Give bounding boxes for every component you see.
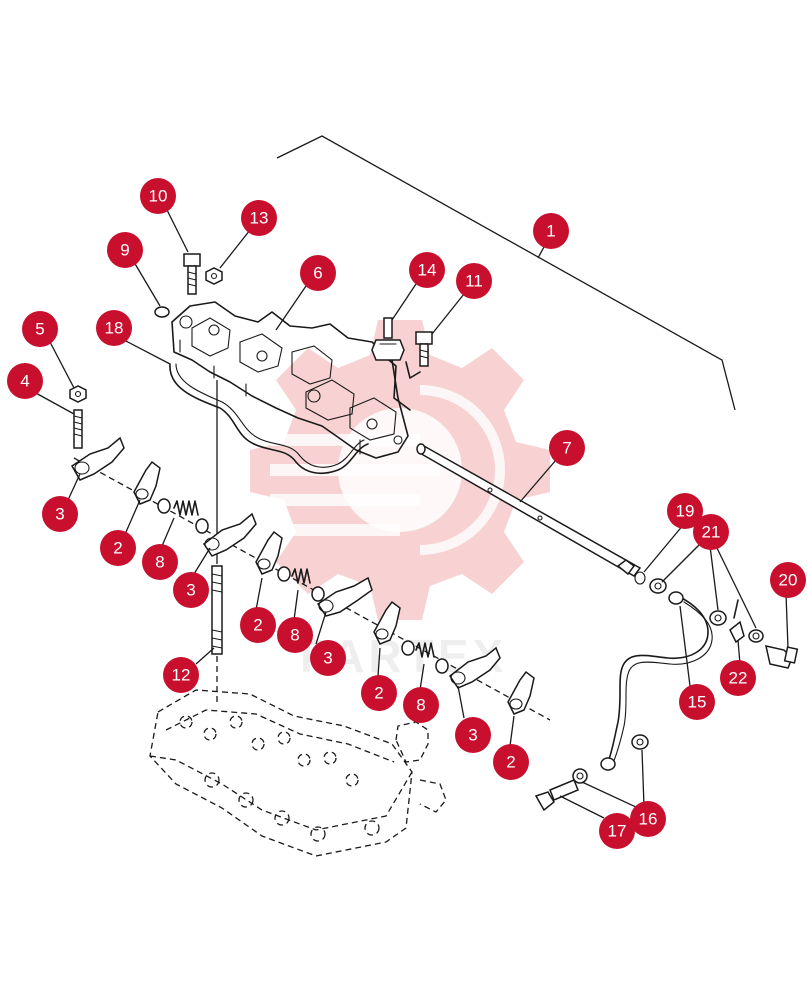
rocker-arm-2b xyxy=(255,530,283,575)
stud-4 xyxy=(73,409,83,449)
bolt-11 xyxy=(415,331,433,367)
svg-text:3: 3 xyxy=(55,505,64,524)
rocker-arm-3c xyxy=(316,576,373,617)
washer-21c xyxy=(748,629,764,643)
callout-12: 12 xyxy=(163,657,199,693)
svg-text:3: 3 xyxy=(186,581,195,600)
spring-8b xyxy=(277,566,325,602)
svg-text:21: 21 xyxy=(702,523,721,542)
svg-text:3: 3 xyxy=(468,726,477,745)
svg-text:17: 17 xyxy=(608,822,627,841)
svg-text:10: 10 xyxy=(149,187,168,206)
washer-21b xyxy=(709,610,727,626)
callout-19: 19 xyxy=(667,493,703,529)
callout-13: 13 xyxy=(241,200,277,236)
svg-text:22: 22 xyxy=(729,669,748,688)
svg-text:8: 8 xyxy=(290,626,299,645)
stud-12 xyxy=(211,380,223,702)
oil-pipe-15 xyxy=(600,591,713,771)
callout-17: 17 xyxy=(599,813,635,849)
callout-5: 5 xyxy=(22,311,58,347)
washer-9 xyxy=(154,306,170,318)
callout-18: 18 xyxy=(96,310,132,346)
fitting-14 xyxy=(371,317,405,361)
svg-text:9: 9 xyxy=(120,241,129,260)
svg-text:15: 15 xyxy=(688,693,707,712)
nut-13 xyxy=(205,267,223,285)
rocker-bracket-assembly xyxy=(171,301,409,459)
svg-text:2: 2 xyxy=(113,539,122,558)
svg-text:5: 5 xyxy=(35,320,44,339)
svg-text:12: 12 xyxy=(172,666,191,685)
svg-text:16: 16 xyxy=(639,810,658,829)
svg-text:6: 6 xyxy=(313,264,322,283)
svg-text:20: 20 xyxy=(779,571,798,590)
rocker-shaft-7 xyxy=(416,443,642,577)
svg-text:11: 11 xyxy=(465,272,483,291)
callout-8: 8 xyxy=(403,687,439,723)
callouts: 1 2 2 2 2 3 3 3 3 4 5 6 7 8 8 8 9 10 11 … xyxy=(7,178,806,849)
spring-8c xyxy=(401,640,449,674)
callout-3: 3 xyxy=(173,572,209,608)
retainer-22 xyxy=(729,599,745,644)
callout-3: 3 xyxy=(42,496,78,532)
callout-4: 4 xyxy=(7,363,43,399)
callout-14: 14 xyxy=(409,252,445,288)
callout-2: 2 xyxy=(240,607,276,643)
svg-text:18: 18 xyxy=(105,319,124,338)
svg-text:2: 2 xyxy=(374,684,383,703)
svg-text:14: 14 xyxy=(418,261,437,280)
leader-lines xyxy=(33,207,789,819)
callout-10: 10 xyxy=(140,178,176,214)
svg-text:8: 8 xyxy=(155,553,164,572)
vent-pipe xyxy=(383,355,421,411)
gear-watermark-icon xyxy=(250,320,550,620)
washer-21a xyxy=(649,578,667,594)
callout-6: 6 xyxy=(300,255,336,291)
bolt-10 xyxy=(183,253,201,295)
callout-8: 8 xyxy=(277,617,313,653)
washer-16b xyxy=(631,734,649,750)
callout-3: 3 xyxy=(310,640,346,676)
rocker-arm-3b xyxy=(202,512,257,557)
bolt-20 xyxy=(765,645,799,669)
rocker-arm-3a xyxy=(71,436,125,481)
rocker-arm-3d xyxy=(448,646,501,689)
callout-2: 2 xyxy=(493,744,529,780)
cylinder-head xyxy=(149,689,447,857)
rocker-arm-2a xyxy=(133,460,161,505)
callout-22: 22 xyxy=(720,660,756,696)
callout-3: 3 xyxy=(455,717,491,753)
callout-11: 11 xyxy=(456,263,492,299)
spring-8a xyxy=(157,498,209,534)
washer-16a xyxy=(572,768,588,784)
callout-2: 2 xyxy=(361,675,397,711)
svg-text:3: 3 xyxy=(323,649,332,668)
oil-pipe-18 xyxy=(169,363,369,475)
svg-text:19: 19 xyxy=(676,502,695,521)
callout-20: 20 xyxy=(770,562,806,598)
svg-text:8: 8 xyxy=(416,696,425,715)
callout-2: 2 xyxy=(100,530,136,566)
svg-text:2: 2 xyxy=(506,753,515,772)
callout-1: 1 xyxy=(533,213,569,249)
callout-8: 8 xyxy=(142,544,178,580)
svg-text:7: 7 xyxy=(562,439,571,458)
bolt-17 xyxy=(534,779,579,812)
callout-7: 7 xyxy=(549,430,585,466)
svg-text:13: 13 xyxy=(250,209,269,228)
svg-text:1: 1 xyxy=(546,222,555,241)
callout-21: 21 xyxy=(693,514,729,550)
rocker-arm-2c xyxy=(373,600,401,645)
rocker-arm-2d xyxy=(507,670,535,715)
svg-text:4: 4 xyxy=(20,372,29,391)
svg-text:2: 2 xyxy=(253,616,262,635)
callout-15: 15 xyxy=(679,684,715,720)
ring-19 xyxy=(634,571,646,585)
nut-5 xyxy=(69,385,87,403)
callout-9: 9 xyxy=(107,232,143,268)
callout-16: 16 xyxy=(630,801,666,837)
